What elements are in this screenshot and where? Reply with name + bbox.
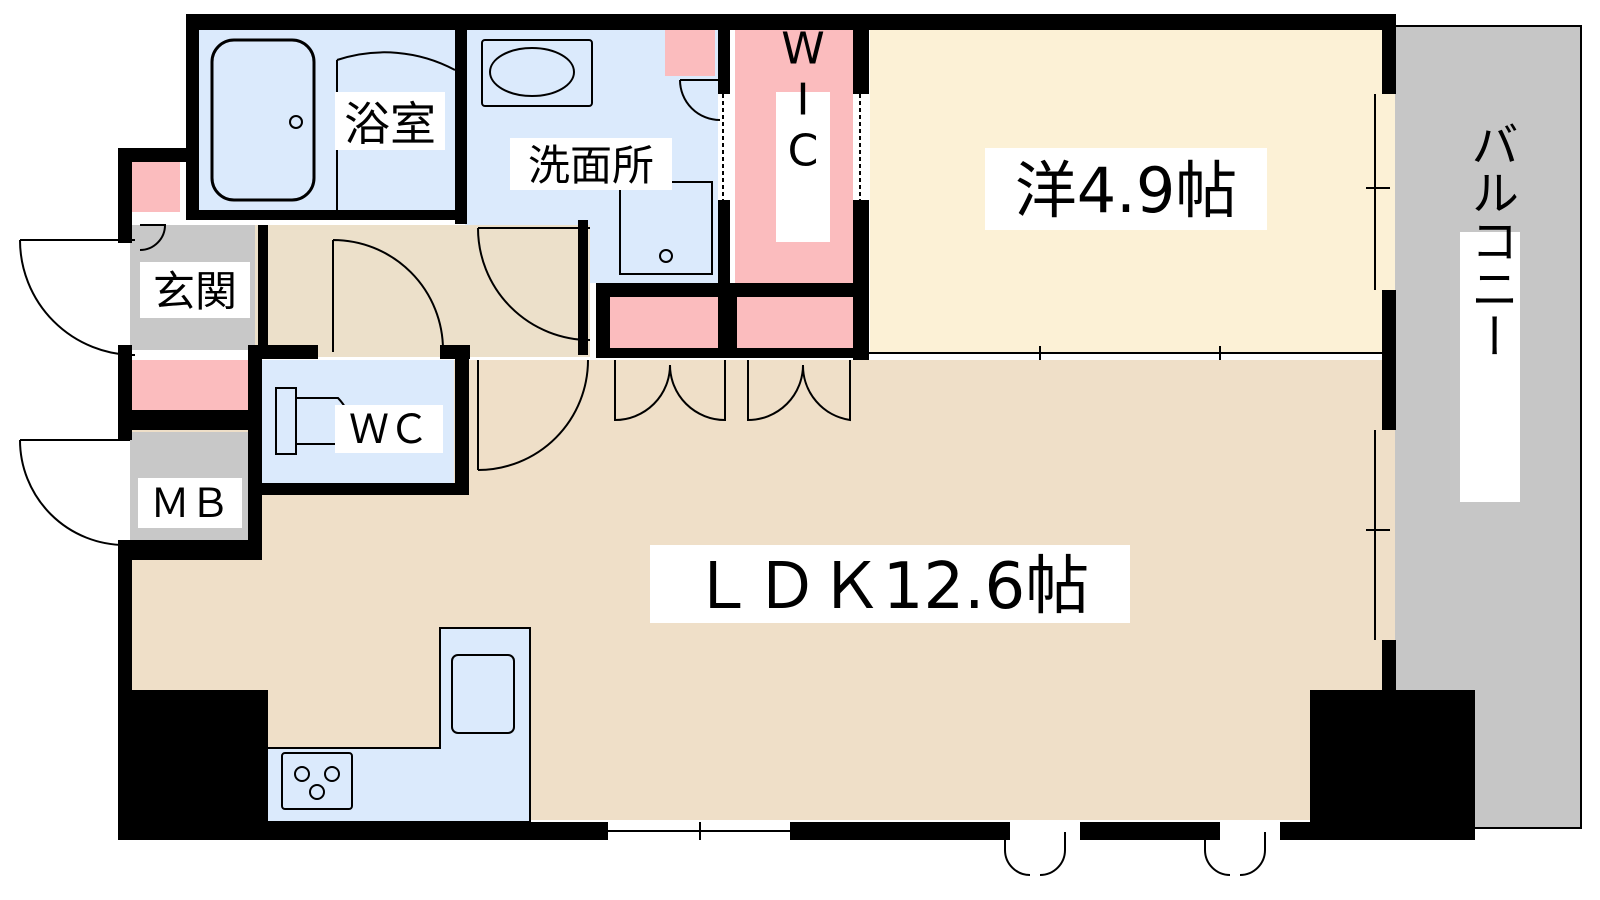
label-wc: ＷＣ (349, 407, 429, 453)
bathtub-drain-icon (289, 115, 303, 129)
label-western-room: 洋4.9帖 (1015, 154, 1238, 227)
label-mb: ＭＢ (150, 481, 230, 527)
room-labels: 浴室 洗面所 WIC 洋4.9帖 バルコニー 玄関 ＷＣ ＭＢ ＬＤＫ12.6帖 (138, 24, 1520, 624)
hall-floor (255, 225, 590, 357)
door-swings (19, 51, 1266, 876)
label-washroom: 洗面所 (528, 141, 654, 190)
closet-left-shelf (610, 296, 725, 351)
kitchen-stove (281, 752, 353, 810)
label-entrance: 玄関 (153, 267, 237, 316)
walls (118, 14, 1475, 840)
small-pink-box-left (130, 160, 180, 212)
entrance-shoe-shelf (130, 360, 250, 412)
label-bath: 浴室 (344, 97, 436, 151)
drain-icon (659, 249, 673, 263)
label-balcony: バルコニー (1462, 120, 1518, 360)
small-pink-box-wash (665, 28, 715, 76)
kitchen-sink (451, 654, 515, 734)
label-wic: WIC (778, 24, 829, 177)
partition-lines (608, 94, 1390, 840)
toilet-tank (275, 387, 297, 455)
bathtub (210, 38, 316, 202)
burner-icon (309, 784, 325, 800)
closet-right-shelf (735, 296, 853, 351)
basin-bowl (489, 47, 575, 97)
burner-icon (294, 766, 310, 782)
burner-icon (324, 766, 340, 782)
label-ldk: ＬＤＫ12.6帖 (691, 550, 1090, 624)
